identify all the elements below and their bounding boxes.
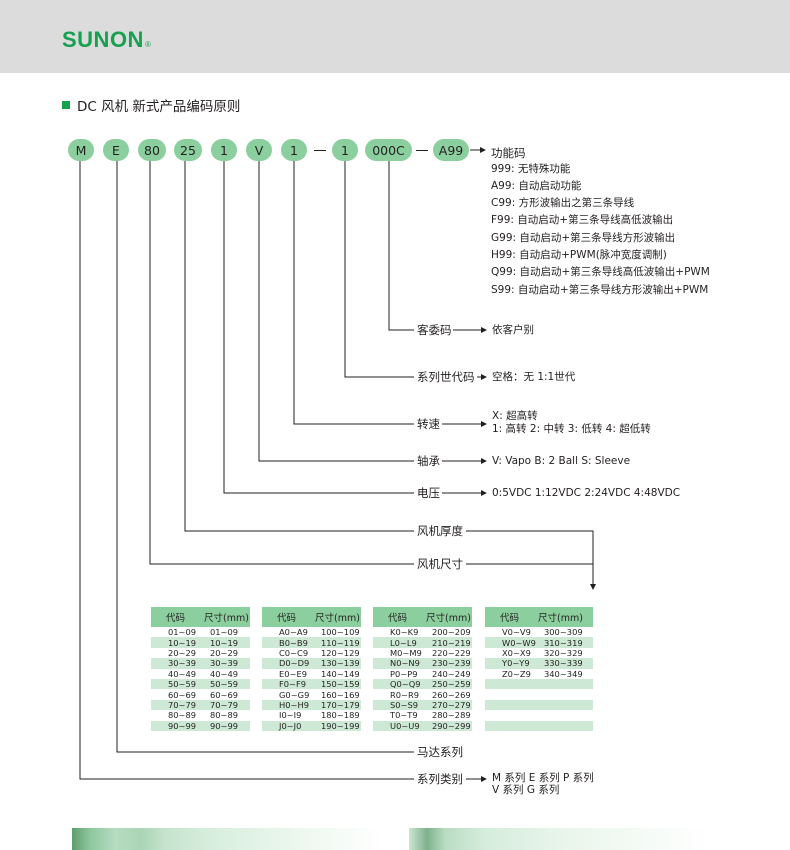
speed-desc-line2: 1: 高转 2: 中转 3: 低转 4: 超低转	[492, 423, 651, 435]
code-pill-series: M	[68, 139, 94, 161]
series-category-line1: M 系列 E 系列 P 系列	[492, 772, 594, 784]
dash-separator	[416, 150, 428, 151]
function-code-item: F99: 自动启动+第三条导线高低波输出	[491, 214, 674, 226]
function-code-item: Q99: 自动启动+第三条导线高低波输出+PWM	[491, 266, 710, 278]
header-bar: SUNON®	[0, 0, 790, 73]
bearing-desc: V: Vapo B: 2 Ball S: Sleeve	[492, 455, 631, 467]
customer-code-label: 客委码	[417, 323, 452, 337]
code-pill-thickness: 25	[174, 139, 202, 161]
thickness-label: 风机厚度	[417, 524, 463, 538]
customer-code-desc: 依客户别	[492, 324, 534, 336]
series-gen-label: 系列世代码	[417, 370, 475, 384]
green-square-icon	[62, 101, 70, 109]
function-code-item: G99: 自动启动+第三条导线方形波输出	[491, 232, 676, 244]
table-header: 代码尺寸(mm)	[373, 607, 472, 627]
function-code-item: H99: 自动启动+PWM(脉冲宽度调制)	[491, 249, 667, 261]
speed-label: 转速	[417, 417, 440, 431]
table-row	[485, 720, 593, 731]
series-category-line2: V 系列 G 系列	[492, 784, 560, 796]
sunon-logo: SUNON®	[62, 27, 152, 52]
motor-series-label: 马达系列	[417, 745, 463, 759]
table-row	[485, 689, 593, 700]
table-row	[485, 699, 593, 711]
table-header: 代码尺寸(mm)	[262, 607, 361, 627]
function-code-item: C99: 方形波输出之第三条导线	[491, 197, 635, 209]
footer-band-left	[72, 828, 383, 850]
section-title: DC 风机 新式产品编码原则	[62, 96, 241, 115]
function-code-label: 功能码	[491, 146, 526, 160]
code-pill-voltage: 1	[211, 139, 237, 161]
size-label: 风机尺寸	[417, 557, 463, 571]
table-header: 代码尺寸(mm)	[485, 607, 593, 627]
voltage-desc: 0:5VDC 1:12VDC 2:24VDC 4:48VDC	[492, 487, 681, 499]
dash-separator	[314, 150, 326, 151]
code-pill-motor: E	[103, 139, 129, 161]
bearing-label: 轴承	[417, 454, 440, 468]
function-code-item: S99: 自动启动+第三条导线方形波输出+PWM	[491, 284, 709, 296]
function-code-item: A99: 自动启动功能	[491, 180, 582, 192]
code-pill-size: 80	[138, 139, 166, 161]
table-row	[485, 678, 593, 690]
table-row	[485, 710, 593, 721]
code-pill-customer: 000C	[365, 139, 412, 161]
code-pill-bearing: V	[246, 139, 272, 161]
series-gen-desc: 空格：无 1:1世代	[492, 371, 576, 383]
code-pill-speed: 1	[281, 139, 307, 161]
table-header: 代码尺寸(mm)	[151, 607, 250, 627]
footer-band-right	[409, 828, 709, 850]
page-title: DC 风机 新式产品编码原则	[77, 99, 241, 115]
code-pill-generation: 1	[332, 139, 358, 161]
function-code-item: 999: 无特殊功能	[491, 163, 571, 175]
series-category-label: 系列类别	[417, 772, 463, 786]
code-pill-function: A99	[433, 139, 469, 161]
voltage-label: 电压	[417, 486, 440, 500]
speed-desc-line1: X: 超高转	[492, 410, 538, 422]
